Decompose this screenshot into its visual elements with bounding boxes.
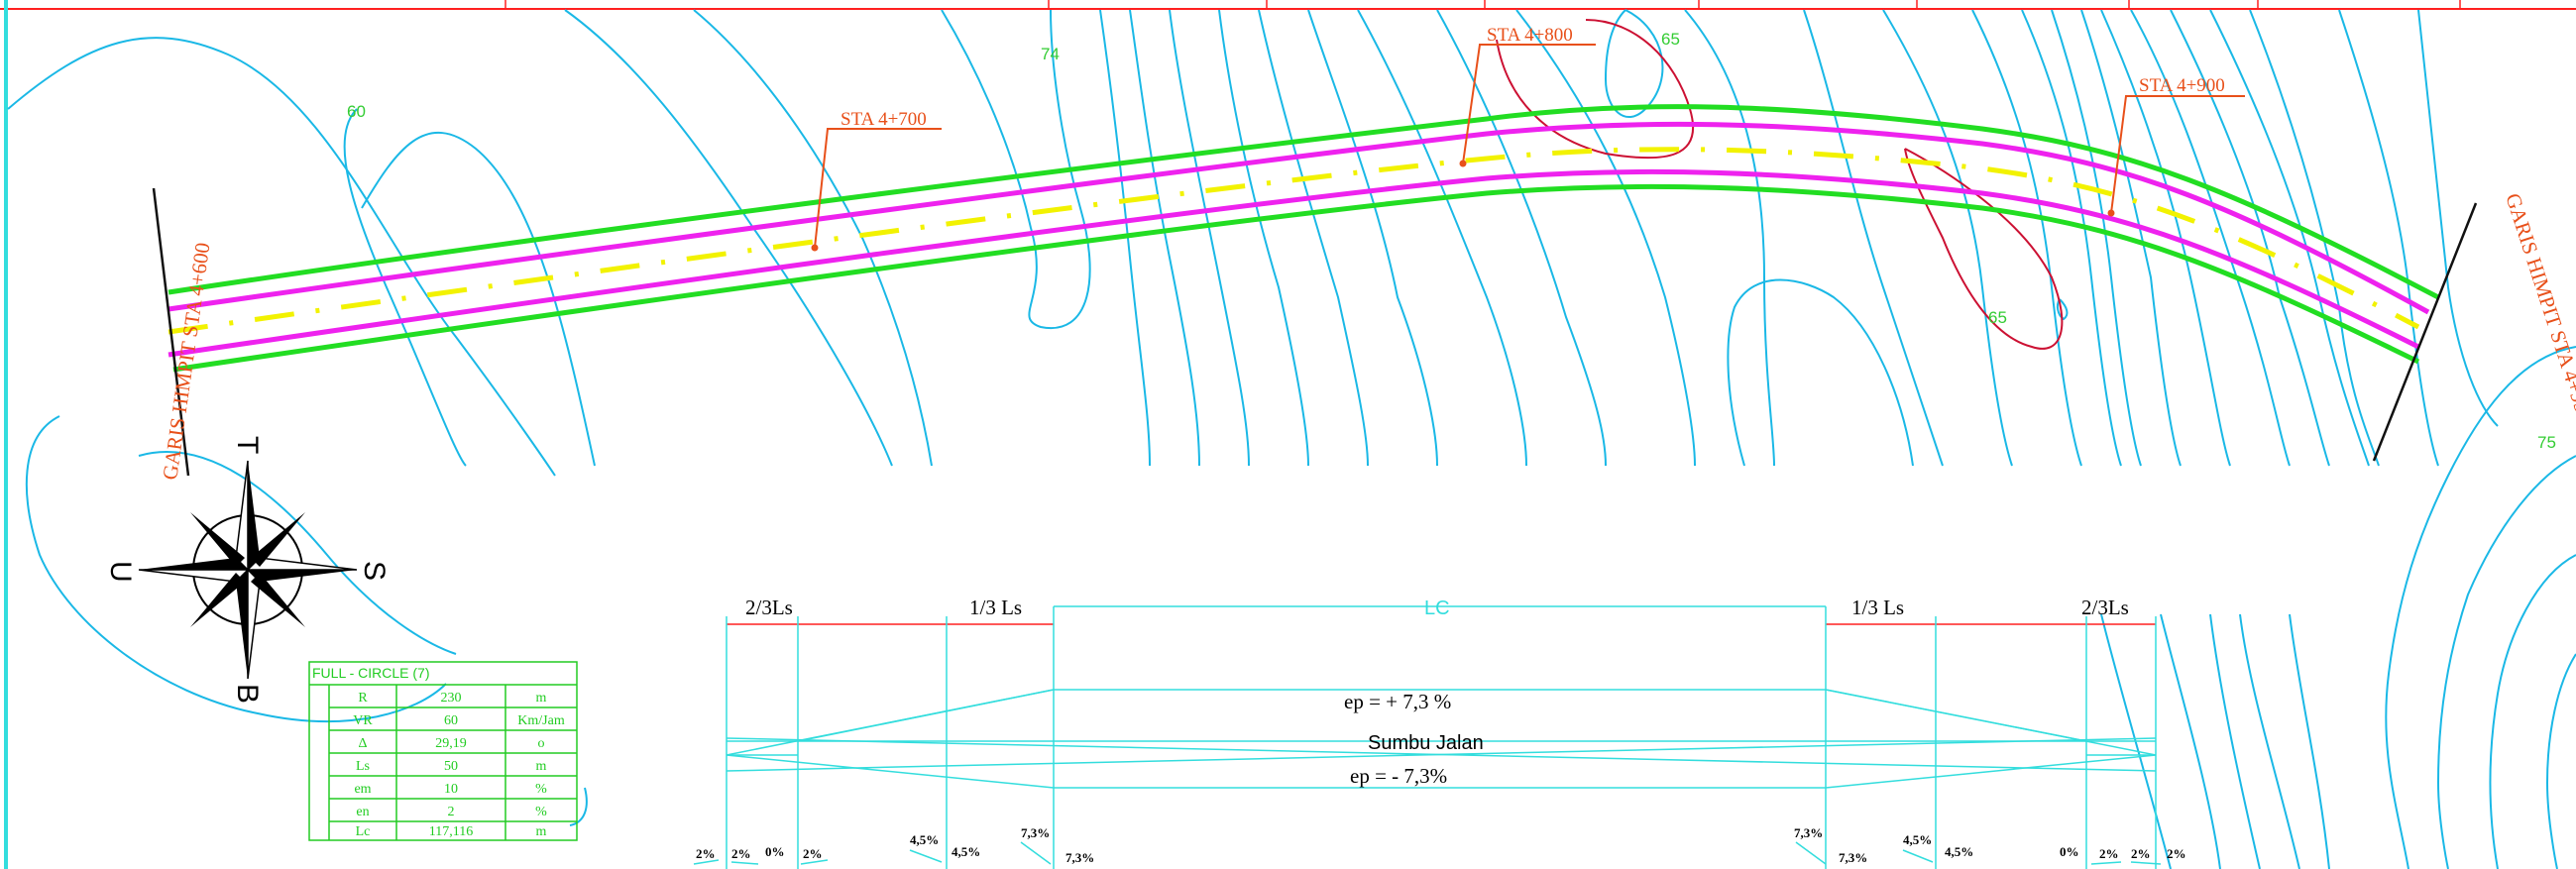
segment-label: 1/3 Ls [1851,596,1904,619]
road-edge-inner [172,183,2420,373]
pct-label: 2% [2131,846,2151,861]
pct-label: 2% [696,846,716,861]
pct-label: 7,3% [1021,825,1050,840]
road-edge-outer [168,104,2440,300]
pct-label: 0% [2060,844,2079,859]
table-unit: o [538,736,545,751]
table-unit: m [536,759,547,774]
table-param: em [354,782,371,797]
road-alignment [168,104,2440,373]
station-label-4700: STA 4+700 [840,109,927,130]
table-value: 10 [444,782,458,797]
superelevation-diagram: 2/3Ls 1/3 Ls 1/3 Ls 2/3Ls ep = + 7,3 % e… [693,596,2186,869]
curve-data-table: FULL - CIRCLE (7) R 230 m VR 60 Km/Jam Δ… [308,661,578,841]
road-lane-outer [168,121,2430,315]
segment-label: 1/3 Ls [969,596,1022,619]
limit-label-left: GARIS HIMPIT STA 4+600 [158,241,214,481]
compass-west-label: U [104,561,137,583]
table-unit: m [536,824,547,839]
table-param: en [356,805,369,819]
station-markers [811,44,2245,252]
pct-label: 2% [2099,846,2119,861]
table-unit: Km/Jam [517,713,565,728]
table-param: VR [353,713,373,728]
pct-label: 4,5% [952,844,980,859]
segment-label-lc: LC [1424,597,1450,619]
segment-label: 2/3Ls [745,596,793,619]
pct-label: 7,3% [1794,825,1823,840]
limit-label-right: GARIS HIMPIT STA 4+950 [2501,190,2576,425]
pct-label: 4,5% [1903,832,1932,847]
compass-north-label: T [231,436,264,454]
station-label-4900: STA 4+900 [2139,75,2225,96]
table-param: Ls [356,759,370,774]
table-param: R [358,691,368,706]
table-value: 50 [444,759,458,774]
table-unit: % [535,805,547,819]
pct-label: 7,3% [1839,850,1867,865]
table-title: FULL - CIRCLE (7) [312,665,430,681]
pct-label: 2% [731,846,751,861]
contour-label: 60 [347,102,366,121]
table-param: Δ [358,736,367,751]
contour-label: 65 [1988,308,2007,327]
pct-label: 7,3% [1065,850,1094,865]
pct-label: 4,5% [1945,844,1973,859]
table-value: 29,19 [435,736,467,751]
pct-label: 2% [2167,846,2186,861]
station-label-4800: STA 4+800 [1487,25,1573,46]
road-lane-inner [168,168,2420,358]
contour-label: 75 [2537,433,2556,452]
ep-plus-label: ep = + 7,3 % [1344,690,1451,713]
table-value: 2 [448,805,455,819]
segment-label: 2/3Ls [2081,596,2129,619]
compass-rose-icon [138,460,358,680]
pct-label: 2% [803,846,823,861]
axis-label: Sumbu Jalan [1368,732,1484,754]
compass-south-label: B [231,684,264,704]
contour-label: 74 [1041,45,1060,63]
contour-lines [7,9,2576,869]
limit-lines [152,187,2478,477]
pct-label: 4,5% [910,832,939,847]
table-value: 117,116 [429,824,473,839]
red-contours [1496,19,2064,350]
table-param: Lc [356,824,371,839]
table-unit: % [535,782,547,797]
table-value: 230 [441,691,462,706]
contour-label: 65 [1661,30,1680,49]
ep-minus-label: ep = - 7,3% [1350,764,1447,788]
table-value: 60 [444,713,458,728]
road-centerline [168,147,2420,335]
pct-label: 0% [765,844,785,859]
table-unit: m [536,691,547,706]
compass-east-label: S [358,561,391,581]
